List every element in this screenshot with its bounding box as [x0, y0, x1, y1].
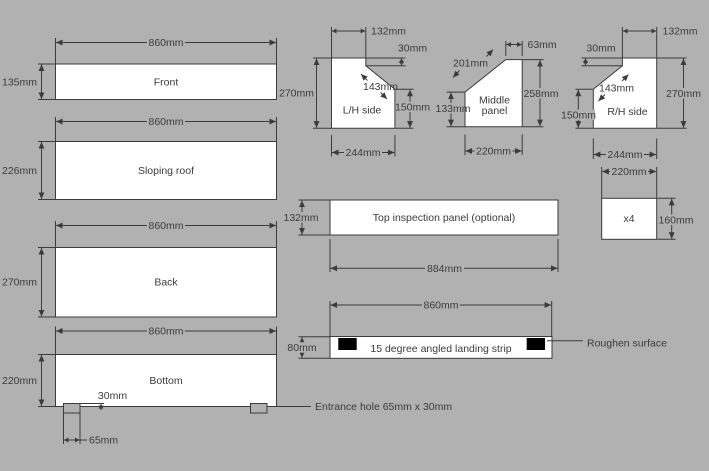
front-height-label: 135mm — [2, 76, 37, 88]
lh-top-width-dimension — [331, 27, 367, 58]
strip-width-label: 860mm — [423, 300, 458, 312]
panel-lh-side: 132mm 30mm 143mm 270mm 150mm — [279, 26, 430, 160]
lh-slope-label: 143mm — [363, 81, 398, 93]
back-height-dimension — [38, 247, 55, 318]
sloping-roof-height-label: 226mm — [2, 165, 37, 177]
rh-right-height-label: 270mm — [666, 88, 701, 100]
roughen-surface-note: Roughen surface — [587, 338, 667, 350]
lh-side-outline — [331, 57, 396, 129]
landing-strip-outline — [329, 336, 553, 359]
middle-name-line2: panel — [482, 105, 508, 117]
top-inspection-outline — [329, 199, 559, 236]
front-width-label: 860mm — [148, 37, 183, 49]
back-outline — [55, 247, 277, 318]
back-name: Back — [154, 277, 178, 289]
quantity-height-label: 160mm — [658, 214, 693, 226]
front-outline — [55, 63, 277, 100]
sloping-roof-outline — [55, 141, 277, 200]
notch-width-dimension — [63, 411, 87, 444]
panel-rh-side: 132mm 30mm 143mm 270mm 150mm — [561, 26, 701, 162]
bottom-width-label: 860mm — [148, 326, 183, 338]
middle-bottom-width-label: 220mm — [476, 146, 511, 158]
middle-top-width-label: 63mm — [528, 39, 557, 51]
entrance-notch-right — [250, 403, 268, 414]
sloping-roof-name: Sloping roof — [138, 165, 194, 177]
middle-slope-label: 201mm — [453, 58, 488, 70]
lh-right-height-label: 150mm — [395, 102, 430, 114]
rh-side-name: R/H side — [607, 106, 647, 118]
panel-back: 860mm 270mm Back — [2, 220, 277, 318]
rough-patch-left — [338, 338, 357, 350]
rh-top-width-dimension — [621, 27, 658, 58]
bottom-height-label: 220mm — [2, 375, 37, 387]
panel-quantity: 220mm 160mm x4 — [601, 166, 694, 240]
quantity-panel-outline — [601, 197, 658, 240]
rh-slope-label: 143mm — [599, 83, 634, 95]
notch-width-label: 65mm — [89, 435, 118, 447]
lh-bottom-width-label: 244mm — [345, 147, 380, 159]
landing-strip-name: 15 degree angled landing strip — [370, 343, 511, 355]
rh-step-label: 30mm — [586, 43, 615, 55]
lh-step-dimension — [366, 57, 406, 67]
lh-side-name: L/H side — [343, 105, 382, 117]
lh-left-height-dimension — [313, 57, 331, 129]
panel-landing-strip: 860mm 80mm 15 degree angled landing stri… — [287, 299, 667, 359]
bottom-outline — [55, 354, 277, 407]
middle-name-line1: Middle — [479, 95, 510, 107]
sloping-roof-height-dimension — [38, 141, 55, 200]
lh-step-label: 30mm — [398, 43, 427, 55]
back-height-label: 270mm — [2, 277, 37, 289]
rh-left-height-dimension — [575, 88, 593, 129]
rough-patch-right — [526, 338, 545, 350]
rh-left-height-label: 150mm — [561, 109, 596, 121]
panel-front: 860mm 135mm Front — [2, 37, 277, 100]
middle-outline — [464, 59, 523, 128]
lh-top-width-label: 132mm — [371, 26, 406, 38]
middle-left-height-label: 133mm — [435, 103, 470, 115]
panel-bottom: 860mm 220mm Bottom 30mm 65mm Entrance ho… — [2, 325, 452, 447]
back-width-label: 860mm — [148, 220, 183, 232]
sloping-roof-width-label: 860mm — [148, 116, 183, 128]
bottom-name: Bottom — [149, 375, 183, 387]
inspection-height-label: 132mm — [283, 212, 318, 224]
rh-step-dimension — [581, 57, 622, 67]
lh-left-height-label: 270mm — [279, 88, 314, 100]
panel-top-inspection: 132mm 884mm Top inspection panel (option… — [283, 199, 559, 275]
strip-height-label: 80mm — [287, 342, 316, 354]
panel-sloping-roof: 860mm 226mm Sloping roof — [2, 116, 277, 200]
notch-depth-label: 30mm — [98, 390, 127, 402]
inspection-width-label: 884mm — [427, 263, 462, 275]
rh-bottom-width-label: 244mm — [607, 149, 642, 161]
rh-slope-arrows — [598, 74, 629, 102]
quantity-width-label: 220mm — [611, 166, 646, 178]
rh-side-outline — [592, 57, 658, 129]
bottom-height-dimension — [38, 354, 55, 407]
rh-top-width-label: 132mm — [663, 26, 698, 38]
top-inspection-name: Top inspection panel (optional) — [373, 212, 515, 224]
entrance-notch-left — [63, 403, 81, 414]
front-name: Front — [154, 77, 179, 89]
quantity-name: x4 — [623, 213, 634, 225]
middle-right-height-label: 258mm — [523, 88, 558, 100]
panel-middle: 201mm 63mm 258mm 133mm 220mm Middle p — [435, 39, 559, 158]
middle-slope-arrows — [452, 49, 494, 78]
entrance-hole-note: Entrance hole 65mm x 30mm — [315, 401, 452, 413]
notch-depth-dimension — [80, 403, 104, 411]
middle-top-width-dimension — [505, 41, 523, 56]
front-height-dimension — [38, 63, 55, 100]
lh-slope-arrows — [360, 73, 388, 100]
